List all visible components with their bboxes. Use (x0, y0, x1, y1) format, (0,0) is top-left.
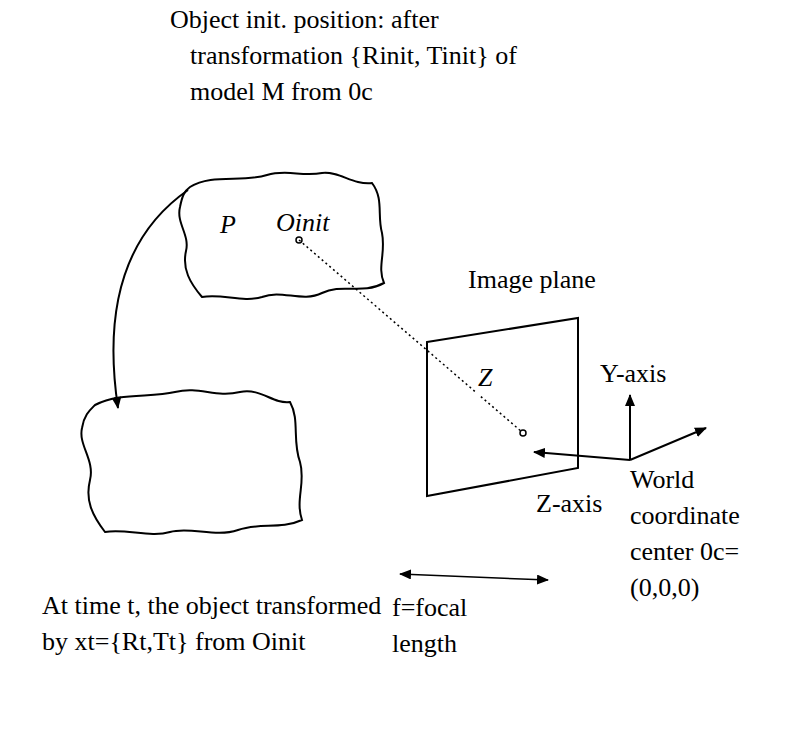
initial-position-note: Object init. position: after transformat… (170, 2, 535, 110)
z-axis-label: Z-axis (536, 486, 626, 522)
object-initial-outline: P Oinit (172, 165, 394, 310)
origin-dot (296, 237, 302, 243)
y-axis-label: Y-axis (600, 356, 710, 392)
point-label: P (220, 207, 236, 243)
motion-arrow (113, 190, 188, 408)
time-t-note: At time t, the object transformed by xt=… (42, 588, 382, 660)
focal-length-label: f=focal length (392, 590, 520, 662)
x-axis-arrow (630, 428, 706, 460)
focal-length-arrow (400, 574, 548, 580)
y-axis-arrow (629, 395, 631, 460)
image-plane-title: Image plane (468, 262, 596, 298)
world-center-label: World coordinate center 0c=(0,0,0) (630, 462, 792, 606)
z-axis-arrow (534, 452, 630, 460)
object-initial-outline-outline (172, 165, 394, 310)
object-initial-outline-shape (179, 173, 384, 299)
image-plane-shape (427, 318, 578, 496)
object-outline (81, 390, 302, 534)
projection-dot (520, 430, 526, 436)
depth-label: Z (476, 360, 494, 396)
origin-label: Oinit (276, 205, 329, 241)
